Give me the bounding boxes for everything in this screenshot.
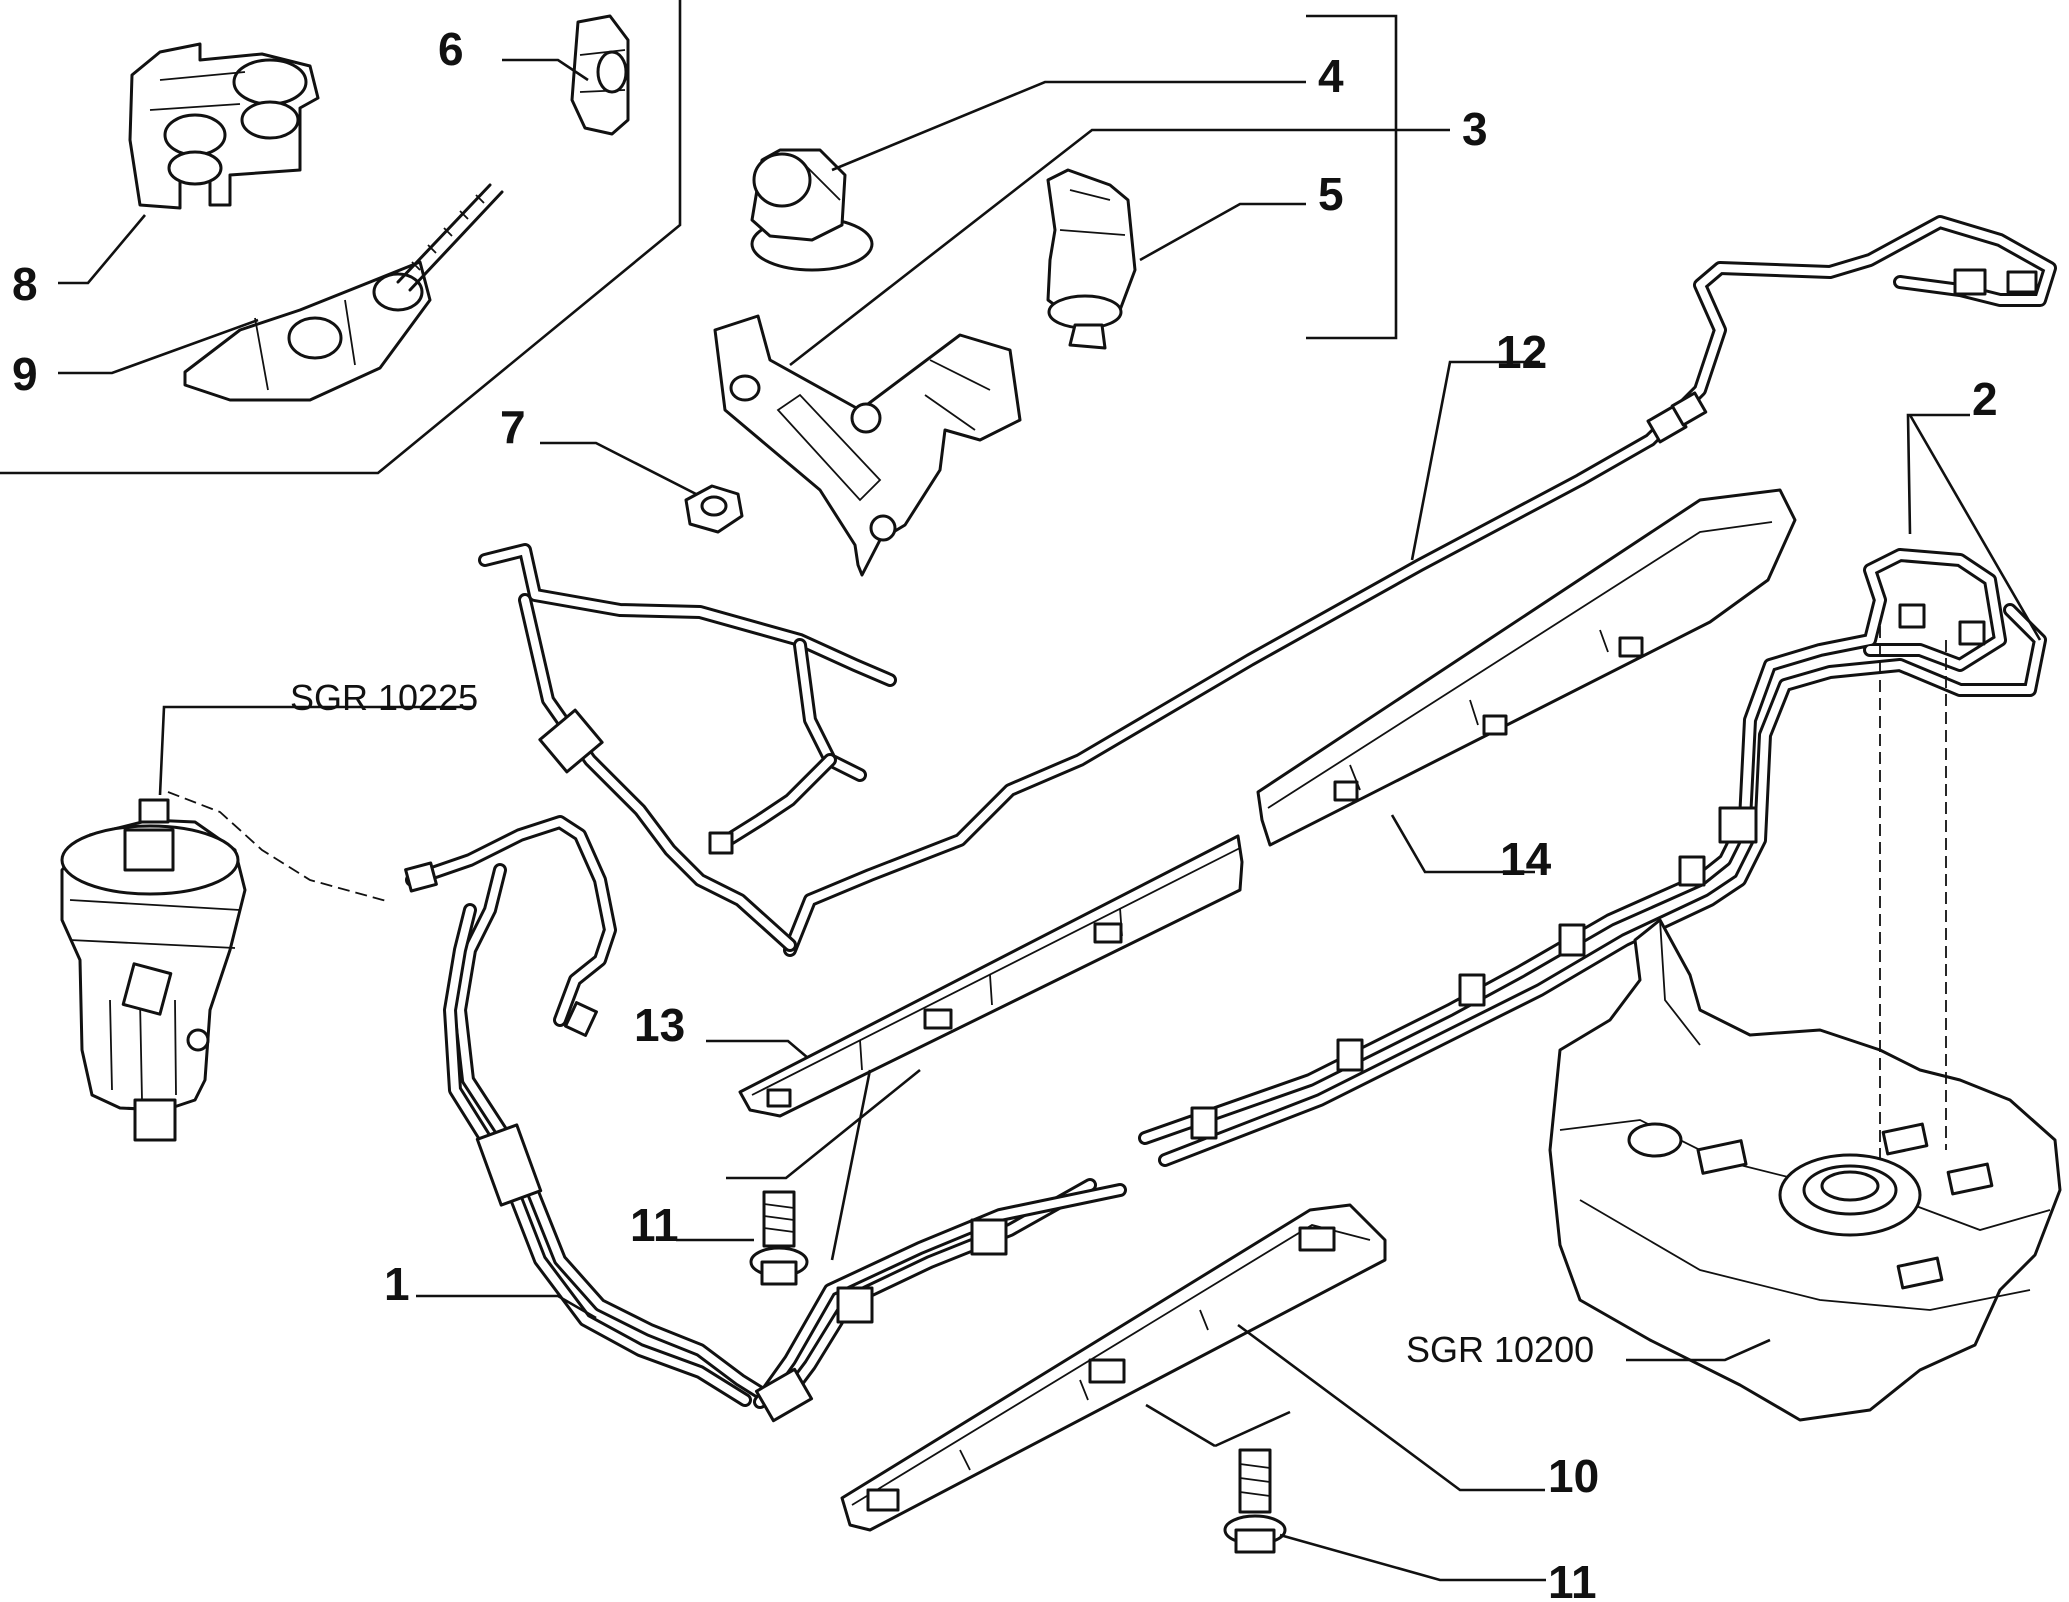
ref-tank-group: SGR 10200	[1406, 1329, 1594, 1370]
dashed-connectors	[167, 626, 1947, 1166]
part-10-cover	[840, 1203, 1387, 1532]
part-11-screw-upper	[749, 1190, 809, 1286]
callout-9: 9	[12, 348, 38, 400]
callout-11-upper: 11	[630, 1199, 679, 1251]
callout-2: 2	[1972, 373, 1998, 425]
part-12-return-line	[478, 543, 897, 952]
callout-4: 4	[1318, 50, 1344, 102]
callout-13: 13	[634, 999, 685, 1051]
callout-5: 5	[1318, 168, 1344, 220]
callout-3: 3	[1462, 103, 1488, 155]
part-8-multi-clip	[128, 42, 320, 210]
fuel-tank	[1548, 918, 2062, 1422]
part-11-screw-lower	[1223, 1448, 1287, 1554]
part-2-rear-fuel-lines	[1138, 548, 2047, 1167]
fuel-filter	[60, 798, 247, 1142]
part-1-front-fuel-lines	[404, 815, 1127, 1423]
part-9-clip-bracket	[183, 183, 504, 402]
part-13-cover	[738, 834, 1244, 1118]
part-5-double-clip	[1046, 168, 1137, 350]
part-12-long-fuel-line	[783, 215, 2057, 957]
part-4-grommet-clip	[750, 148, 874, 272]
part-14-cover	[1256, 488, 1797, 847]
callout-labels: 8 9 6 4 3 5 7 12 2 14 13 11 1 10 11	[12, 23, 1998, 1602]
callout-12: 12	[1496, 326, 1547, 378]
callout-7: 7	[500, 401, 526, 453]
callout-1: 1	[384, 1258, 410, 1310]
callout-10: 10	[1548, 1450, 1599, 1502]
callout-8: 8	[12, 258, 38, 310]
part-6-small-clip	[570, 14, 630, 136]
inset-frame	[0, 0, 682, 475]
part-7-nut	[684, 484, 744, 534]
leader-lines	[58, 14, 2042, 1582]
reference-labels: SGR 10225 SGR 10200	[290, 677, 1594, 1370]
ref-filter-group: SGR 10225	[290, 677, 478, 718]
callout-14: 14	[1500, 833, 1552, 885]
callout-6: 6	[438, 23, 464, 75]
part-3-bracket	[713, 314, 1022, 577]
callout-11-lower: 11	[1548, 1556, 1597, 1602]
